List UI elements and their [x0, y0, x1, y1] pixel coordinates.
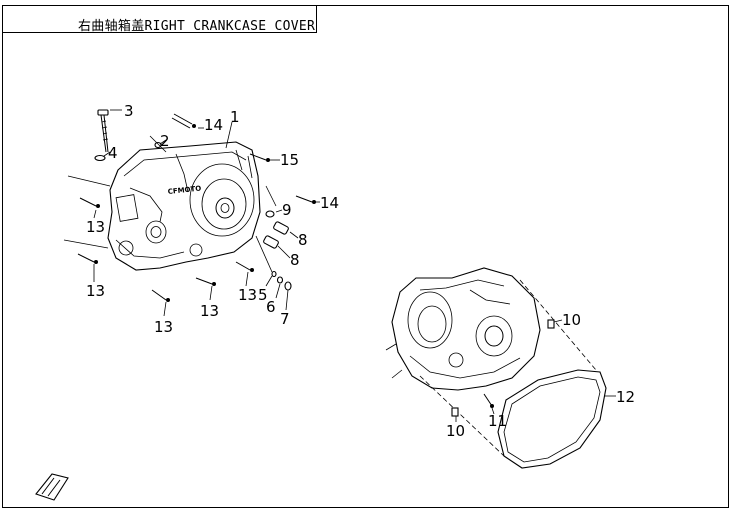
callout-3: 3	[124, 102, 134, 120]
callout-10a: 10	[562, 311, 581, 329]
gasket-12	[497, 369, 607, 469]
part-6	[276, 276, 284, 284]
callout-13c: 13	[154, 318, 173, 336]
part-8b	[263, 235, 279, 249]
callout-8a: 8	[298, 231, 308, 249]
callout-15: 15	[280, 151, 299, 169]
cover-brand-text: CFMOTO	[167, 185, 201, 196]
part-8a	[273, 221, 289, 235]
bolt-group	[77, 113, 313, 301]
callout-5: 5	[258, 286, 268, 304]
callout-13a: 13	[86, 218, 105, 236]
callout-7: 7	[280, 310, 290, 328]
part-7	[284, 281, 292, 291]
page-title: 右曲轴箱盖RIGHT CRANKCASE COVER	[78, 19, 316, 34]
callout-11: 11	[488, 412, 507, 430]
drawing-frame	[2, 5, 729, 508]
bolt-3	[97, 109, 109, 153]
bolt-11	[483, 393, 494, 408]
plug-2	[154, 141, 162, 149]
part-5	[271, 270, 277, 278]
callout-13e: 13	[238, 286, 257, 304]
callout-8b: 8	[290, 251, 300, 269]
callout-13b: 13	[86, 282, 105, 300]
callout-13d: 13	[200, 302, 219, 320]
callout-2: 2	[160, 132, 170, 150]
part-9	[265, 210, 275, 218]
orientation-arrow-icon	[35, 473, 69, 501]
bolt-heads	[94, 124, 316, 302]
leader-lines-left	[93, 109, 320, 317]
callout-1: 1	[230, 108, 240, 126]
callout-4: 4	[108, 144, 118, 162]
callout-14b: 14	[320, 194, 339, 212]
bolt-10a	[547, 319, 555, 329]
callout-12: 12	[616, 388, 635, 406]
assembly-line-right-1	[519, 279, 597, 371]
title-box: 右曲轴箱盖RIGHT CRANKCASE COVER	[2, 5, 317, 34]
crankcase-cover-inner	[385, 267, 541, 391]
callout-14a: 14	[204, 116, 223, 134]
callout-6: 6	[266, 298, 276, 316]
assembly-line-right-2	[419, 375, 505, 457]
leader-lines-right	[455, 319, 616, 422]
washer-4	[94, 154, 106, 162]
bolt-10b	[451, 407, 459, 417]
callout-9: 9	[282, 201, 292, 219]
callout-10b: 10	[446, 422, 465, 440]
assembly-lines-left	[63, 135, 277, 273]
crankcase-cover-outer: CFMOTO	[107, 141, 261, 271]
